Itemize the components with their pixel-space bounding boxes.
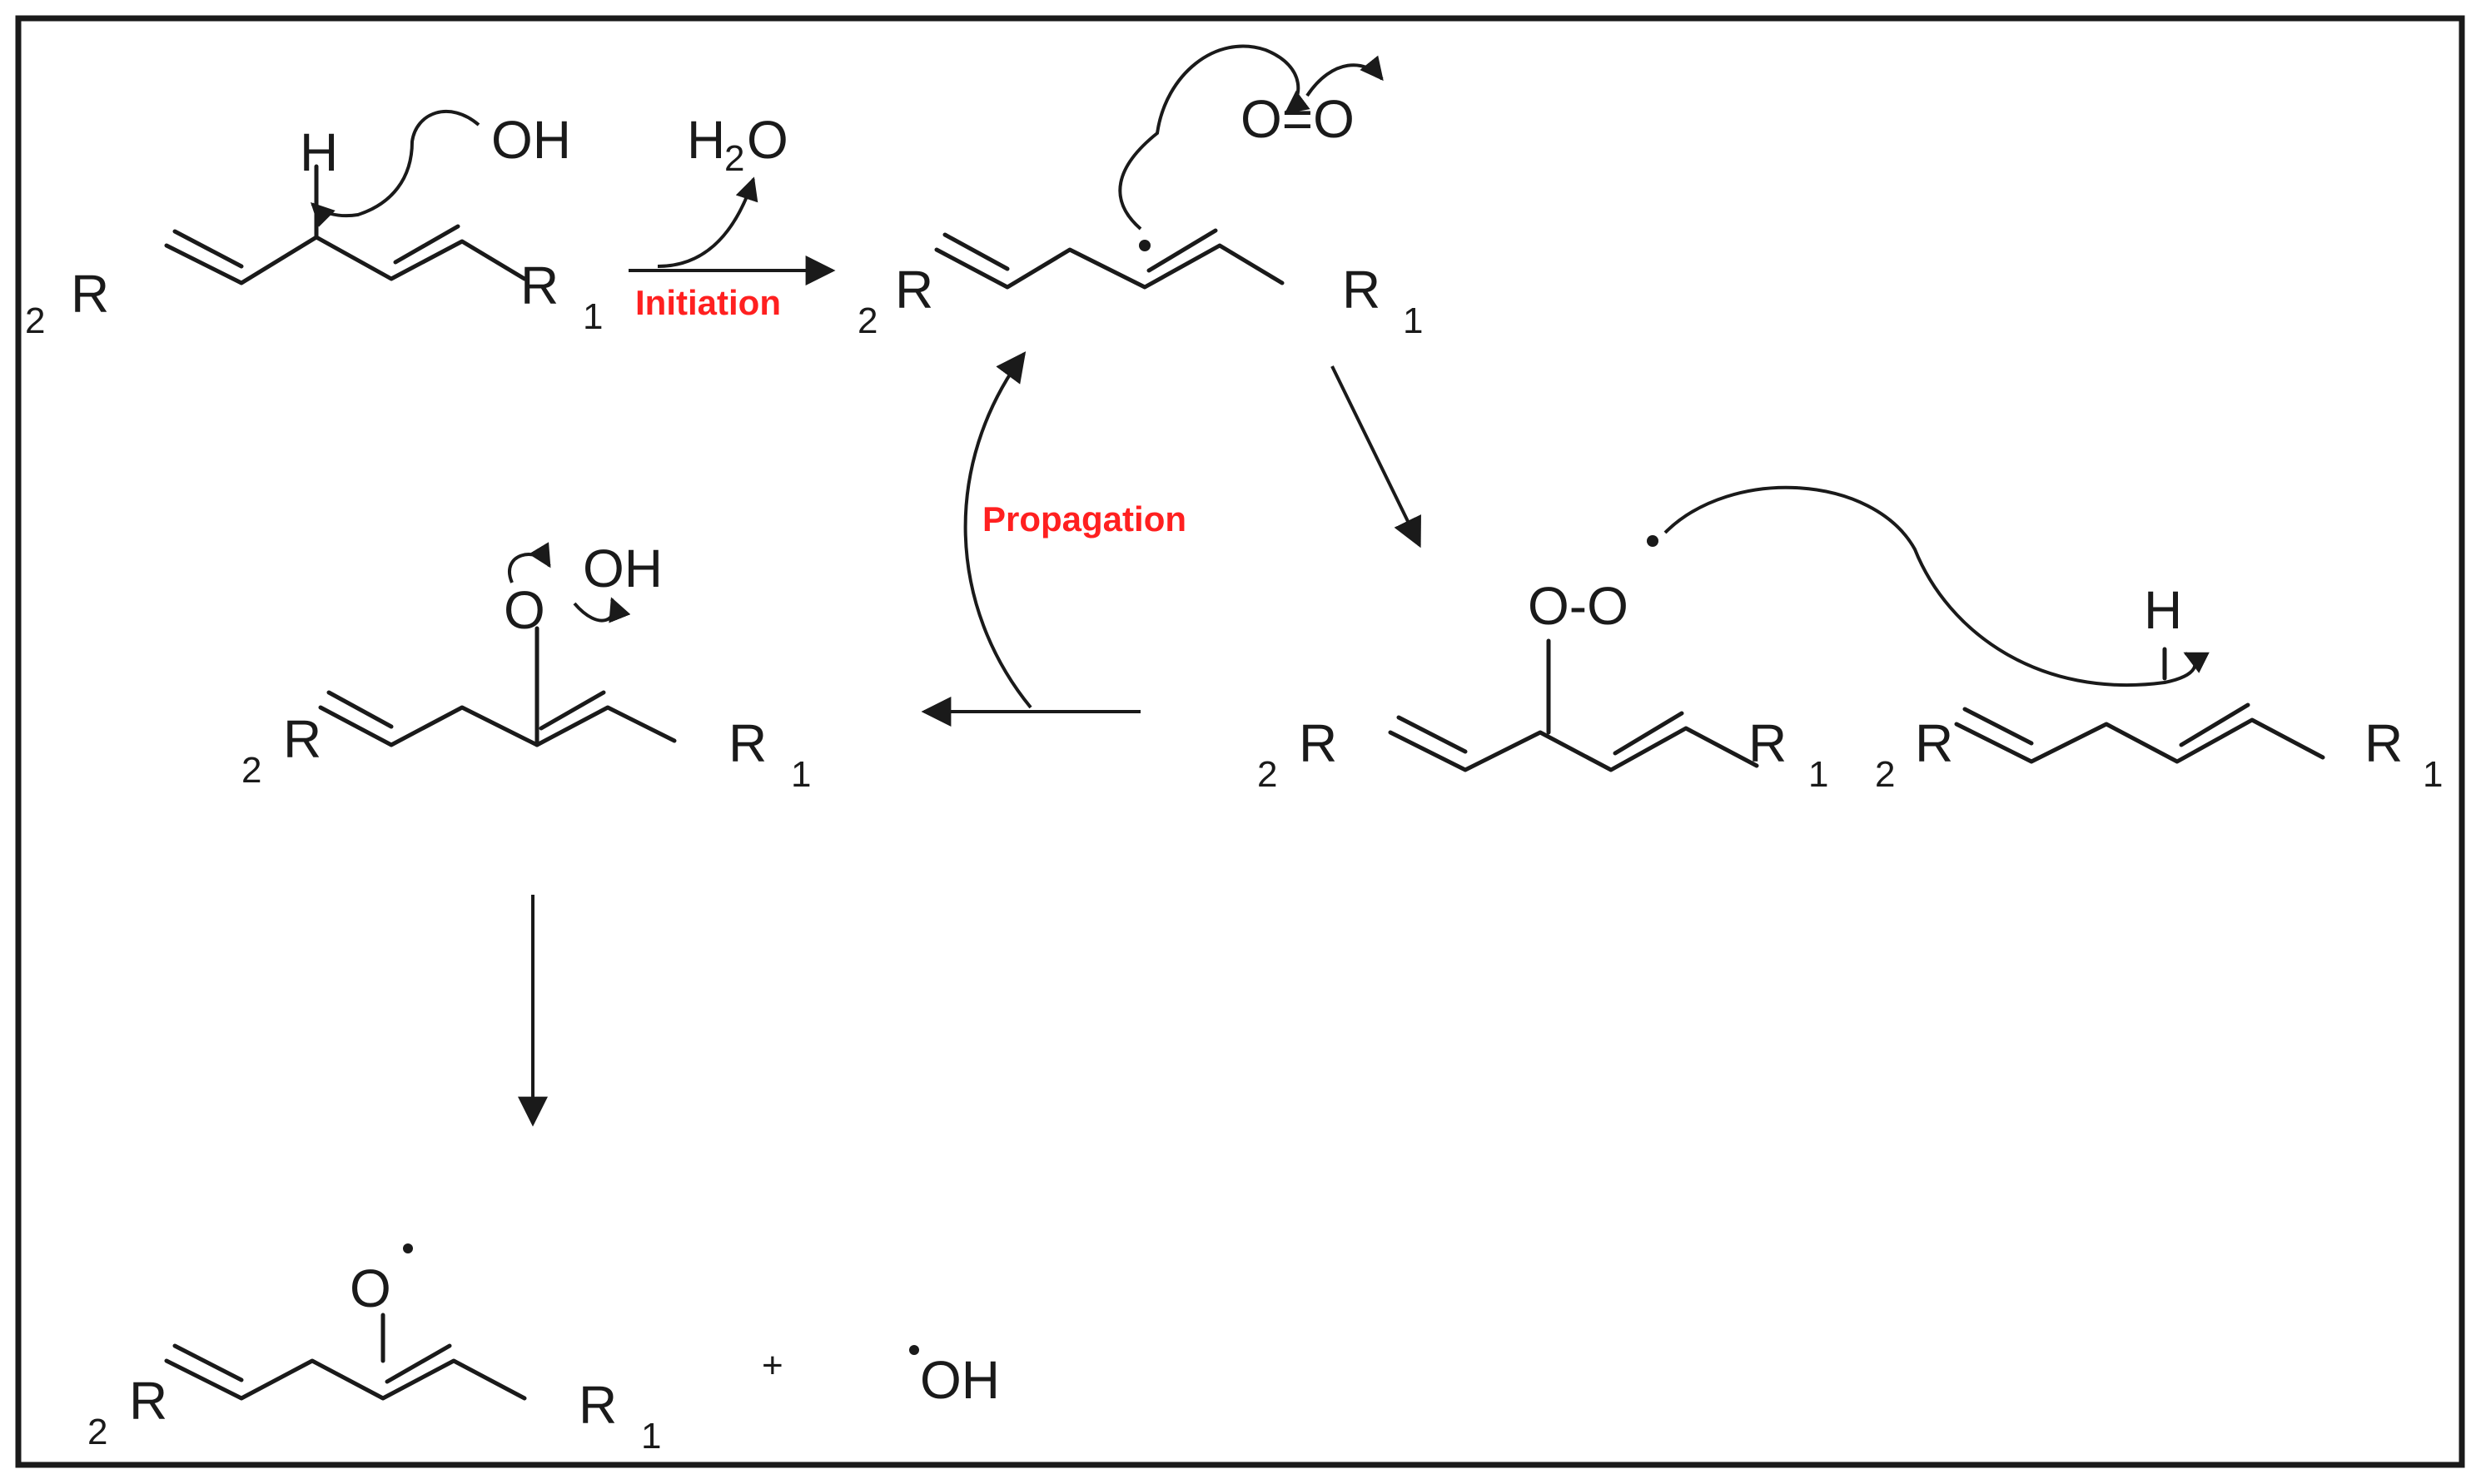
r2-prefix: 2 [1257, 754, 1277, 795]
r2-prefix: 2 [858, 300, 878, 341]
r2-prefix: 2 [87, 1412, 107, 1452]
r2-group: R [71, 264, 109, 324]
electron-arrow-oh-attack [311, 110, 480, 227]
alkoxyl-o: O [350, 1258, 391, 1318]
hydroxyl-radical: OH [920, 1350, 1000, 1410]
r1-sub: 1 [1808, 754, 1828, 795]
radical-dot [1139, 240, 1151, 251]
molecule-starting-diene: 2 R R 1 H OH [25, 110, 603, 341]
h-abstraction-arrow [1663, 485, 2210, 687]
r2-group: R [895, 260, 933, 320]
electron-arrow-radical-to-o2 [1118, 44, 1310, 231]
r1-group: R [579, 1375, 617, 1435]
molecule-radical: 2 R R 1 O=O [858, 44, 1423, 341]
molecule-peroxyl-radical: 2 R R 1 O-O [1257, 535, 1828, 795]
initiation-step: H 2 O Initiation [629, 110, 836, 322]
oxygenation-arrow [1330, 365, 1421, 548]
molecule-alkoxyl-radical: 2 R R 1 O [87, 1243, 661, 1457]
oh-label: OH [491, 110, 571, 170]
h-label: H [300, 122, 338, 182]
water-release-arrow [657, 176, 758, 268]
molecule-second-diene: 2 R R 1 H [1663, 485, 2443, 795]
r1-group: R [1748, 713, 1787, 773]
r1-group: R [1342, 260, 1380, 320]
hydroperoxide-oh: OH [583, 539, 663, 598]
r1-sub: 1 [1403, 300, 1423, 341]
molecule-hydroperoxide: 2 R R 1 O OH [241, 539, 811, 795]
electron-arrow-oh-cleavage [573, 597, 631, 623]
r1-sub: 1 [791, 754, 811, 795]
h-label: H [2144, 580, 2182, 640]
r1-sub: 1 [641, 1416, 661, 1457]
r1-group: R [520, 256, 559, 315]
r2-prefix: 2 [1875, 754, 1895, 795]
figure-border [15, 15, 2465, 1468]
water-h: H [687, 110, 725, 170]
peroxyl-radical-dot [1647, 535, 1658, 547]
propagation-step: Propagation [921, 351, 1186, 727]
r2-group: R [1299, 713, 1337, 773]
plus-sign: + [762, 1345, 783, 1386]
r1-group: R [2364, 713, 2403, 773]
r2-group: R [1915, 713, 1953, 773]
r1-sub: 1 [583, 296, 603, 337]
water-o: O [747, 110, 788, 170]
r2-group: R [283, 709, 321, 769]
r1-group: R [728, 713, 767, 773]
propagation-label: Propagation [982, 499, 1186, 539]
r2-group: R [129, 1371, 167, 1431]
initiation-label: Initiation [635, 283, 781, 322]
r1-sub: 1 [2423, 754, 2443, 795]
propagation-cycle-arrow [963, 351, 1032, 709]
r2-prefix: 2 [241, 750, 261, 791]
water-sub: 2 [724, 138, 744, 179]
peroxy-group: O-O [1528, 576, 1628, 636]
electron-arrow-o2-bond [1305, 55, 1384, 97]
hydroxyl-radical-dot [909, 1345, 919, 1355]
hydroperoxide-o: O [504, 580, 545, 640]
alkoxyl-radical-dot [403, 1243, 413, 1253]
r2-prefix: 2 [25, 300, 45, 341]
electron-arrow-o [508, 542, 551, 583]
